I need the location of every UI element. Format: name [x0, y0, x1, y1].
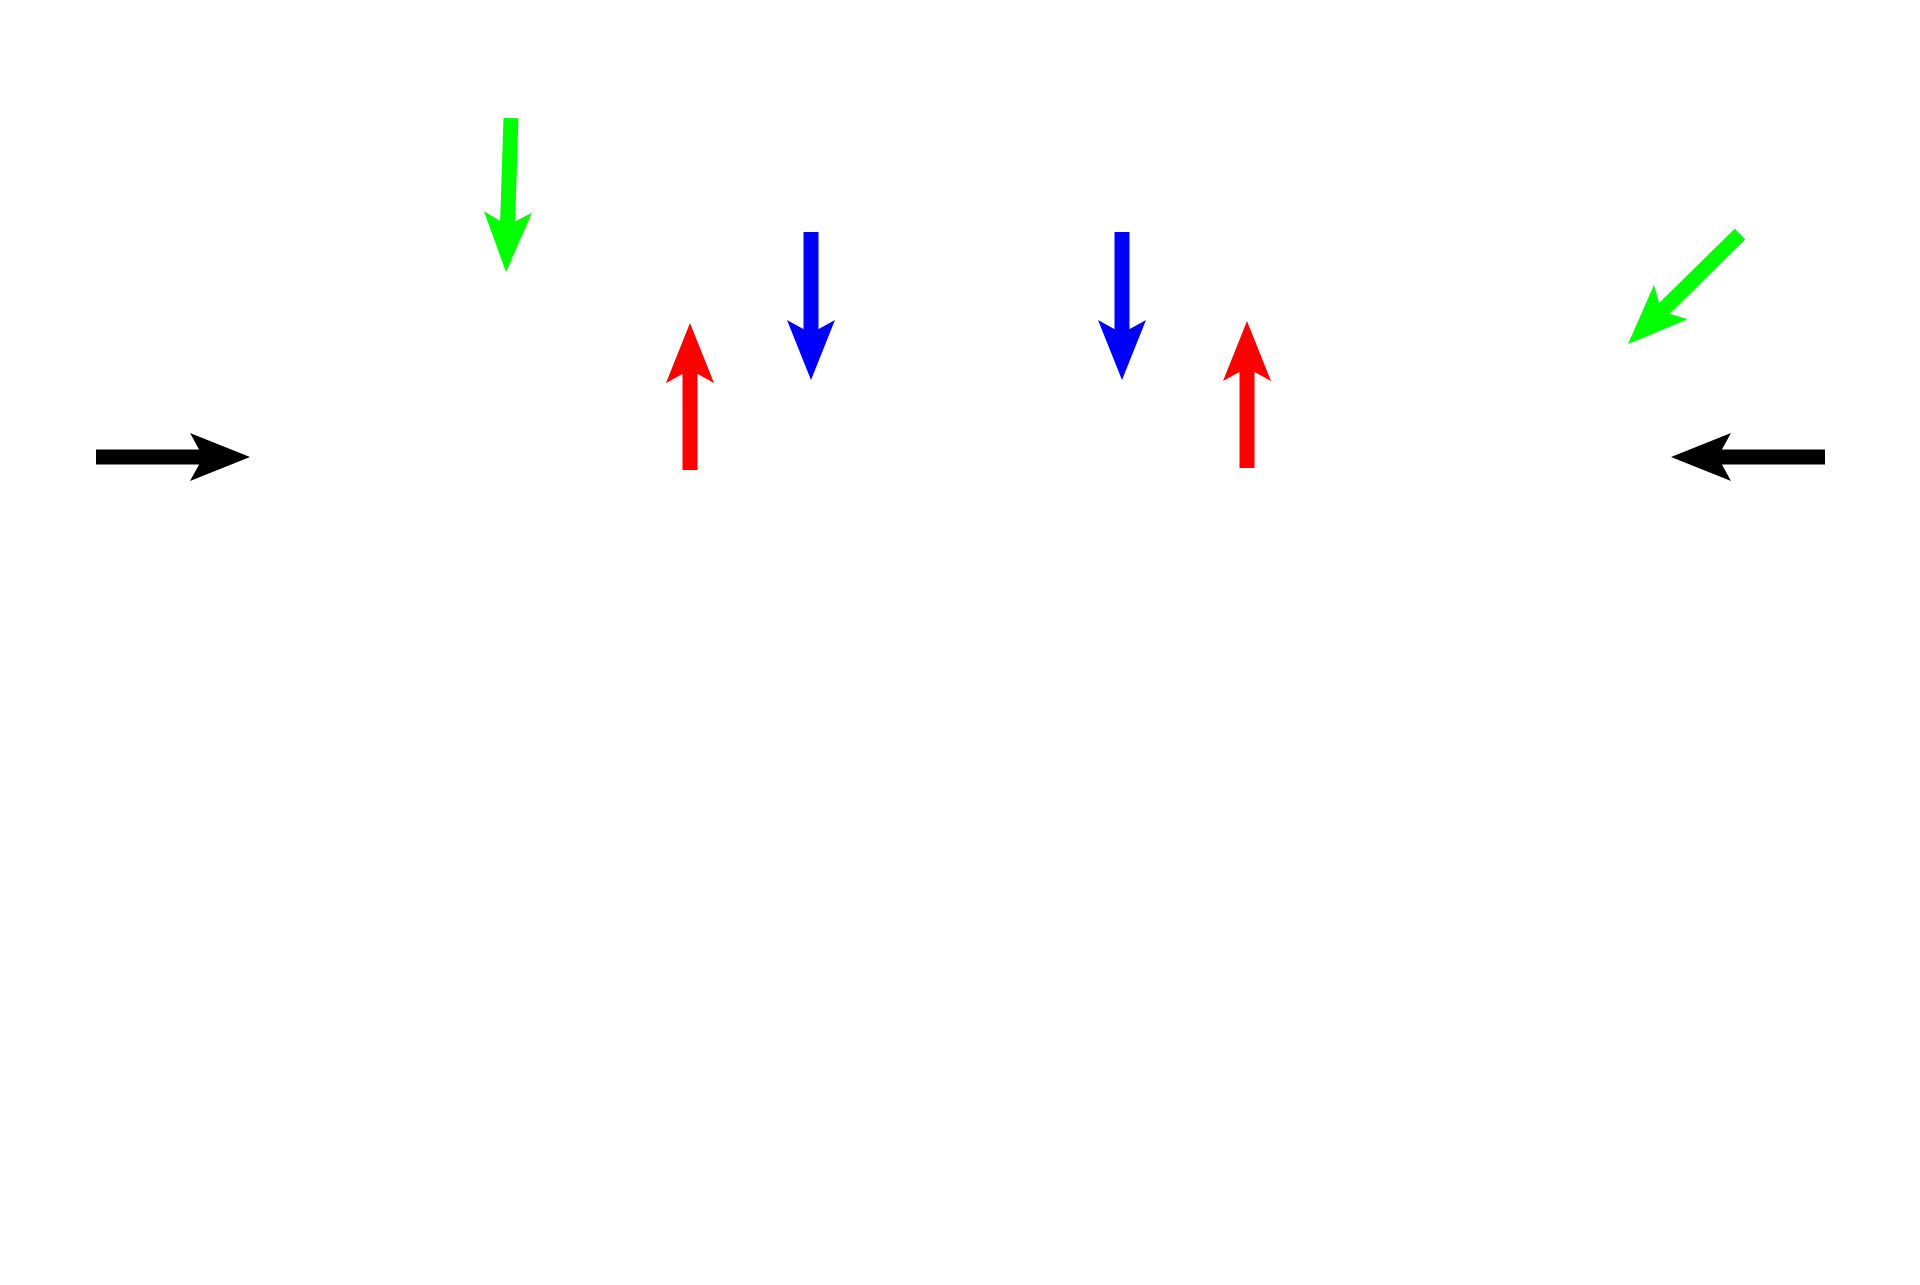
blue-arrow-right-shaft: [1114, 232, 1130, 334]
black-arrow-right-head: [1671, 433, 1731, 481]
black-arrow-left: [96, 433, 250, 481]
blue-arrow-left-shaft: [803, 232, 819, 334]
green-arrow-upper-left-shaft: [500, 117, 519, 226]
green-arrow-upper-right: [1628, 228, 1746, 344]
blue-arrow-right-head: [1098, 320, 1146, 380]
red-arrow-right-shaft: [1239, 367, 1255, 468]
green-arrow-upper-right-shaft: [1656, 228, 1746, 317]
green-arrow-upper-right-head: [1628, 284, 1688, 344]
blue-arrow-right: [1098, 232, 1146, 380]
blue-arrow-left: [787, 232, 835, 380]
red-arrow-left-head: [666, 323, 714, 383]
black-arrow-right: [1671, 433, 1825, 481]
black-arrow-left-head: [190, 433, 250, 481]
red-arrow-right-head: [1223, 321, 1271, 381]
red-arrow-right: [1223, 321, 1271, 468]
green-arrow-upper-left: [483, 117, 532, 272]
black-arrow-right-shaft: [1717, 449, 1825, 465]
red-arrow-left-shaft: [682, 369, 698, 470]
green-arrow-upper-left-head: [483, 211, 532, 272]
black-arrow-left-shaft: [96, 449, 204, 465]
red-arrow-left: [666, 323, 714, 470]
blue-arrow-left-head: [787, 320, 835, 380]
